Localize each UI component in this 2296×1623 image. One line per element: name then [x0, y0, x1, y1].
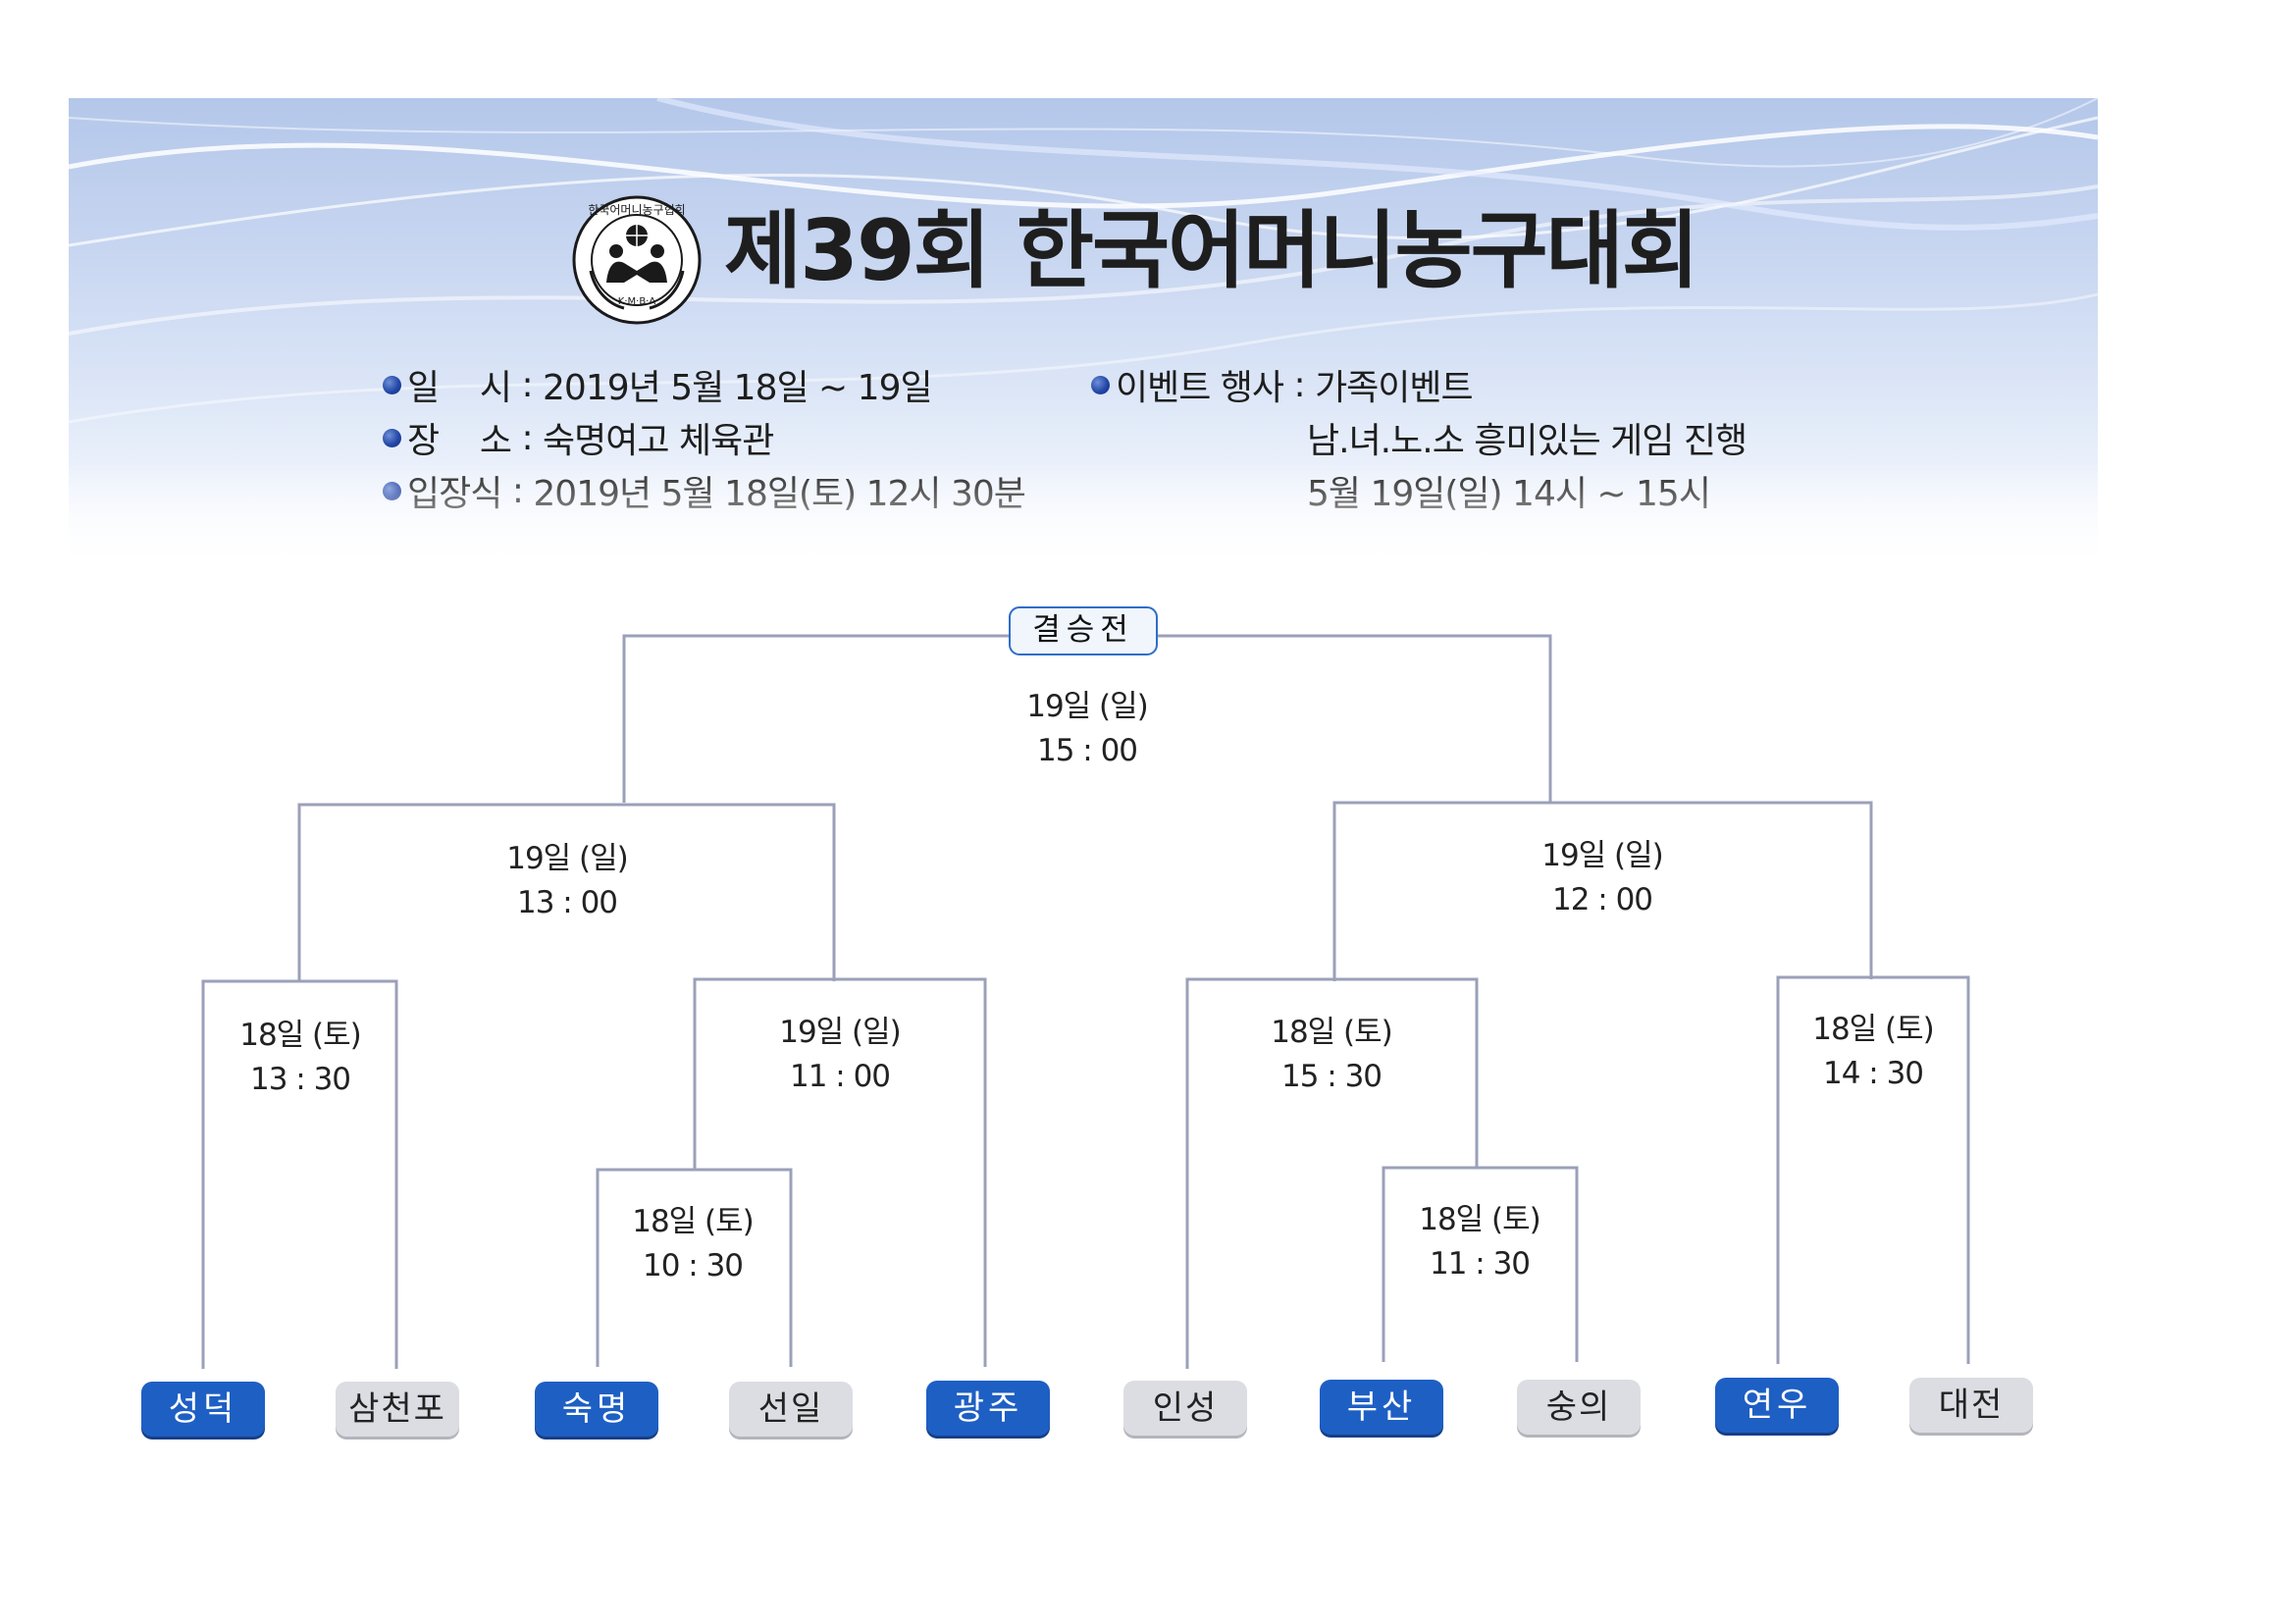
header-banner: K·M·B·A 한국어머니농구협회 제39회 한국어머니농구대회 일 시 : 2… — [69, 98, 2098, 571]
wave-background — [69, 98, 2098, 424]
bracket-r1-sookmyung-line — [596, 1168, 793, 1367]
page-title: 제39회 한국어머니농구대회 — [724, 202, 1699, 300]
match-day: 18일 (토) — [632, 1204, 755, 1239]
logo-ring-text: 한국어머니농구협회 — [588, 203, 685, 217]
match-time-semi-left: 19일 (일) 13 : 00 — [459, 837, 675, 925]
match-time-r1-sookmyung: 18일 (토) 10 : 30 — [585, 1200, 801, 1288]
team-inseong: 인성 — [1123, 1381, 1247, 1436]
info-venue-value: 숙명여고 체육관 — [543, 421, 774, 461]
match-day: 19일 (일) — [1541, 838, 1664, 873]
match-day: 19일 (일) — [1026, 689, 1149, 724]
bracket-semi-right-line — [1332, 801, 1873, 981]
match-hour: 13 : 00 — [516, 885, 618, 920]
info-event-sep: : — [1283, 364, 1316, 405]
match-time-qf-seongdeok: 18일 (토) 13 : 30 — [192, 1014, 408, 1102]
info-event-label: 이벤트 행사 — [1116, 368, 1284, 408]
match-day: 19일 (일) — [779, 1015, 902, 1050]
info-date-label: 일 시 — [407, 368, 512, 408]
info-date-sep: : — [511, 364, 544, 405]
match-time-semi-right: 19일 (일) 12 : 00 — [1494, 834, 1710, 922]
match-time-r1-busan: 18일 (토) 11 : 30 — [1372, 1198, 1588, 1286]
match-time-qf-inseong: 18일 (토) 15 : 30 — [1224, 1011, 1439, 1099]
match-day: 18일 (토) — [1271, 1015, 1393, 1050]
bullet-icon — [1091, 375, 1110, 394]
team-seongdeok: 성덕 — [141, 1382, 265, 1437]
team-gwangju: 광주 — [926, 1381, 1050, 1436]
bracket-qf-seongdeok-line — [201, 979, 398, 1369]
info-venue-label: 장 소 — [407, 421, 512, 461]
bracket-r1-busan-line — [1382, 1166, 1579, 1362]
logo-abbr: K·M·B·A — [618, 296, 656, 307]
match-day: 18일 (토) — [239, 1018, 362, 1053]
match-hour: 11 : 00 — [789, 1059, 891, 1094]
info-event-line2: 남.녀.노.소 흥미있는 게임 진행 — [1307, 421, 1748, 461]
team-sookmyung: 숙명 — [535, 1382, 658, 1437]
match-hour: 12 : 00 — [1551, 882, 1653, 917]
match-hour: 10 : 30 — [642, 1248, 744, 1283]
association-logo: K·M·B·A 한국어머니농구협회 — [572, 195, 702, 325]
match-hour: 15 : 30 — [1280, 1059, 1383, 1094]
info-venue-sep: : — [511, 417, 544, 458]
info-date-value: 2019년 5월 18일 ~ 19일 — [543, 368, 933, 408]
match-hour: 11 : 30 — [1429, 1246, 1531, 1282]
team-daejeon: 대전 — [1909, 1378, 2033, 1433]
match-hour: 14 : 30 — [1822, 1056, 1924, 1091]
final-label: 결승전 — [1009, 606, 1158, 655]
team-seonil: 선일 — [729, 1382, 853, 1437]
team-busan: 부산 — [1320, 1380, 1443, 1435]
match-time-qf-gwangju: 19일 (일) 11 : 00 — [732, 1011, 948, 1099]
team-yeonwoo: 연우 — [1715, 1378, 1839, 1433]
bracket-qf-yeonwoo-line — [1776, 975, 1970, 1364]
info-event: 이벤트 행사 : 가족이벤트 — [1091, 359, 1474, 410]
bracket-qf-inseong-line — [1185, 977, 1479, 1369]
match-hour: 15 : 00 — [1036, 733, 1138, 768]
info-event-line1: 가족이벤트 — [1315, 368, 1474, 408]
info-venue: 장 소 : 숙명여고 체육관 — [383, 412, 774, 463]
bracket-qf-gwangju-line — [693, 977, 987, 1367]
match-day: 19일 (일) — [506, 841, 629, 876]
team-sungui: 숭의 — [1517, 1380, 1641, 1435]
match-time-final: 19일 (일) 15 : 00 — [979, 685, 1195, 773]
match-day: 18일 (토) — [1812, 1012, 1935, 1047]
info-date: 일 시 : 2019년 5월 18일 ~ 19일 — [383, 359, 933, 410]
bracket-semi-left-line — [297, 803, 836, 981]
match-time-qf-yeonwoo: 18일 (토) 14 : 30 — [1765, 1008, 1981, 1096]
team-samcheonpo: 삼천포 — [336, 1382, 459, 1437]
match-hour: 13 : 30 — [249, 1062, 351, 1097]
bullet-icon — [383, 428, 401, 447]
match-day: 18일 (토) — [1419, 1202, 1541, 1237]
bullet-icon — [383, 375, 401, 394]
